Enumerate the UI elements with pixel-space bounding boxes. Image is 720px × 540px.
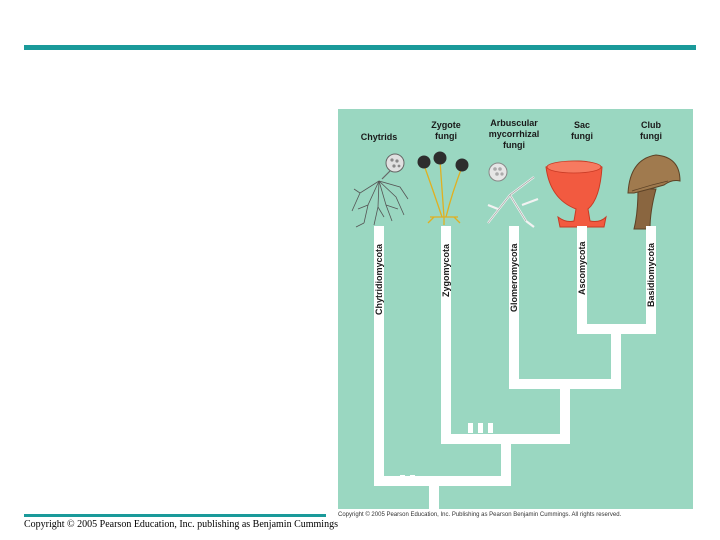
fungi-phylogeny-figure: Chytrids Zygote fungi Arbuscular mycorrh… bbox=[338, 109, 693, 509]
group-label-line: mycorrhizal bbox=[489, 129, 540, 139]
group-label-chytrids: Chytrids bbox=[361, 132, 398, 142]
tree-dash-mark bbox=[488, 423, 493, 433]
slide-footer: Copyright © 2005 Pearson Education, Inc.… bbox=[24, 519, 338, 530]
group-label-arbuscular-fungi: Arbuscular mycorrhizal fungi bbox=[489, 118, 540, 150]
tree-dash-mark bbox=[468, 423, 473, 433]
group-label-line: Club bbox=[641, 120, 661, 130]
group-label-sac-fungi: Sac fungi bbox=[571, 120, 593, 141]
group-label-line: Zygote bbox=[431, 120, 461, 130]
group-label-club-fungi: Club fungi bbox=[640, 120, 662, 141]
top-rule bbox=[24, 45, 696, 50]
phylum-label-ascomycota: Ascomycota bbox=[577, 240, 587, 295]
tree-dash-mark bbox=[400, 475, 405, 485]
group-label-zygote-fungi: Zygote fungi bbox=[431, 120, 461, 141]
group-label-line: Arbuscular bbox=[490, 118, 538, 128]
phylogenetic-tree bbox=[374, 226, 656, 509]
group-label-line: fungi bbox=[571, 131, 593, 141]
phylum-label-chytridiomycota: Chytridiomycota bbox=[374, 243, 384, 315]
tree-dash-marks bbox=[400, 423, 493, 485]
sac-fungus-cup-icon bbox=[545, 160, 607, 228]
chytrid-icon bbox=[351, 153, 409, 228]
bottom-rule bbox=[24, 514, 326, 517]
group-label-line: Sac bbox=[574, 120, 590, 130]
group-label-line: fungi bbox=[640, 131, 662, 141]
phylum-label-glomeromycota: Glomeromycota bbox=[509, 242, 519, 312]
phylum-label-basidiomycota: Basidiomycota bbox=[646, 242, 656, 307]
group-label-line: fungi bbox=[503, 140, 525, 150]
tree-dash-mark bbox=[478, 423, 483, 433]
tree-dash-mark bbox=[410, 475, 415, 485]
zygote-fungus-icon bbox=[417, 151, 469, 225]
arbuscular-fungus-icon bbox=[487, 162, 539, 228]
figure-credit: Copyright © 2005 Pearson Education, Inc.… bbox=[338, 512, 622, 518]
group-label-line: Chytrids bbox=[361, 132, 398, 142]
group-label-line: fungi bbox=[435, 131, 457, 141]
phylum-label-zygomycota: Zygomycota bbox=[441, 243, 451, 297]
